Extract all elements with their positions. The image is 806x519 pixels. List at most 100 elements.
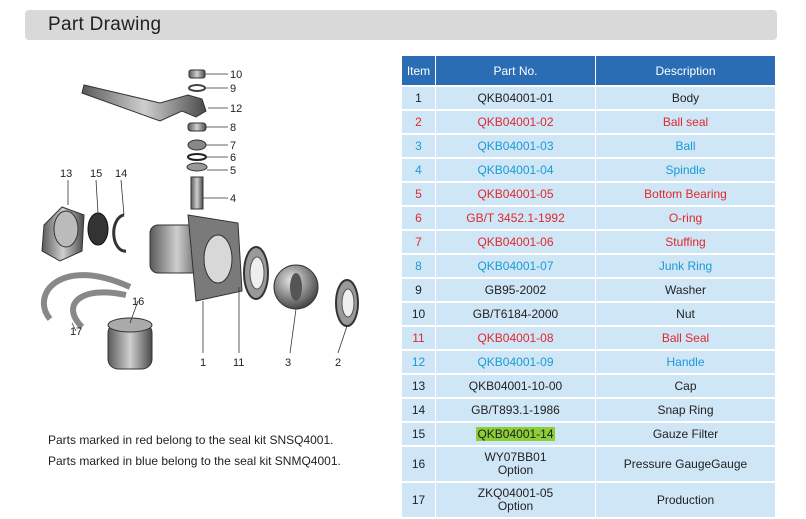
callout-8: 8 xyxy=(230,122,236,134)
part-no-cell: QKB04001-01 xyxy=(436,87,596,109)
table-row: 7 QKB04001-06 Stuffing xyxy=(402,231,776,253)
part-no-cell: QKB04001-07 xyxy=(436,255,596,277)
description-cell: Body xyxy=(596,87,776,109)
part-no-text: QKB04001-06 xyxy=(477,234,554,249)
part-no-text: QKB04001-04 xyxy=(477,162,554,177)
item-cell: 16 xyxy=(402,447,436,481)
table-header-row: Item Part No. Description xyxy=(402,56,776,85)
gauze-filter-part xyxy=(87,212,109,246)
description-cell: Ball Seal xyxy=(596,327,776,349)
part-no-cell: GB95-2002 xyxy=(436,279,596,301)
description-cell: Nut xyxy=(596,303,776,325)
item-cell: 5 xyxy=(402,183,436,205)
ball-seal-11-part xyxy=(243,246,269,300)
callout-1: 1 xyxy=(200,357,206,369)
part-no-text: GB/T 3452.1-1992 xyxy=(466,210,565,225)
callout-9: 9 xyxy=(230,83,236,95)
callout-2: 2 xyxy=(335,357,341,369)
item-cell: 8 xyxy=(402,255,436,277)
item-cell: 7 xyxy=(402,231,436,253)
description-cell: Handle xyxy=(596,351,776,373)
item-cell: 14 xyxy=(402,399,436,421)
part-no-cell: QKB04001-06 xyxy=(436,231,596,253)
part-no-cell: GB/T893.1-1986 xyxy=(436,399,596,421)
item-cell: 1 xyxy=(402,87,436,109)
valve-body-part xyxy=(149,214,243,302)
column-header-item: Item xyxy=(402,56,436,85)
item-cell: 3 xyxy=(402,135,436,157)
part-no-cell: GB/T6184-2000 xyxy=(436,303,596,325)
column-header-part-no: Part No. xyxy=(436,56,596,85)
part-no-cell: GB/T 3452.1-1992 xyxy=(436,207,596,229)
part-no-cell: QKB04001-03 xyxy=(436,135,596,157)
bottom-bearing-part xyxy=(186,162,208,172)
part-no-text: QKB04001-08 xyxy=(477,330,554,345)
table-row: 15 QKB04001-14 Gauze Filter xyxy=(402,423,776,445)
table-row: 3 QKB04001-03 Ball xyxy=(402,135,776,157)
part-no-text: GB/T6184-2000 xyxy=(472,306,559,321)
part-no-cell: QKB04001-09 xyxy=(436,351,596,373)
description-cell: Pressure GaugeGauge xyxy=(596,447,776,481)
part-no-text: QKB04001-14 xyxy=(476,426,555,441)
description-cell: Stuffing xyxy=(596,231,776,253)
callout-7: 7 xyxy=(230,140,236,152)
item-cell: 4 xyxy=(402,159,436,181)
part-no-text: GB95-2002 xyxy=(484,282,547,297)
description-cell: Spindle xyxy=(596,159,776,181)
table-row: 1 QKB04001-01 Body xyxy=(402,87,776,109)
description-cell: Ball seal xyxy=(596,111,776,133)
part-no-text: QKB04001-03 xyxy=(477,138,554,153)
callout-13: 13 xyxy=(60,168,72,180)
part-no-text: ZKQ04001-05 xyxy=(477,486,554,500)
nut-part xyxy=(188,69,206,79)
callout-17: 17 xyxy=(70,326,82,338)
section-title: Part Drawing xyxy=(48,14,162,35)
part-option-text: Option xyxy=(497,499,534,513)
seal-kit-note-red: Parts marked in red belong to the seal k… xyxy=(48,433,334,447)
item-cell: 15 xyxy=(402,423,436,445)
part-no-text: QKB04001-02 xyxy=(477,114,554,129)
callout-12: 12 xyxy=(230,103,242,115)
description-cell: Bottom Bearing xyxy=(596,183,776,205)
junk-ring-part xyxy=(187,122,207,132)
part-no-cell: QKB04001-14 xyxy=(436,423,596,445)
description-cell: Gauze Filter xyxy=(596,423,776,445)
part-no-text: GB/T893.1-1986 xyxy=(471,402,560,417)
callout-10: 10 xyxy=(230,69,242,81)
part-no-cell: QKB04001-02 xyxy=(436,111,596,133)
callout-14: 14 xyxy=(115,168,127,180)
cap-part xyxy=(41,206,85,262)
part-option-text: Option xyxy=(497,463,534,477)
table-row: 11 QKB04001-08 Ball Seal xyxy=(402,327,776,349)
part-no-cell: QKB04001-08 xyxy=(436,327,596,349)
part-no-cell: QKB04001-10-00 xyxy=(436,375,596,397)
part-no-text: QKB04001-07 xyxy=(477,258,554,273)
callout-6: 6 xyxy=(230,152,236,164)
part-no-text: QKB04001-01 xyxy=(477,90,554,105)
item-cell: 12 xyxy=(402,351,436,373)
washer-part xyxy=(188,84,206,92)
callout-4: 4 xyxy=(230,193,236,205)
item-cell: 11 xyxy=(402,327,436,349)
description-cell: Ball xyxy=(596,135,776,157)
seal-kit-note-blue: Parts marked in blue belong to the seal … xyxy=(48,454,341,468)
part-no-text: QKB04001-10-00 xyxy=(468,378,563,393)
o-ring-part xyxy=(187,153,207,161)
part-drawing: 10 9 12 8 7 6 5 4 13 15 14 16 17 1 11 3 … xyxy=(41,69,359,370)
part-no-text: QKB04001-09 xyxy=(477,354,554,369)
spindle-part xyxy=(190,176,204,210)
handle-part xyxy=(81,84,207,122)
item-cell: 6 xyxy=(402,207,436,229)
